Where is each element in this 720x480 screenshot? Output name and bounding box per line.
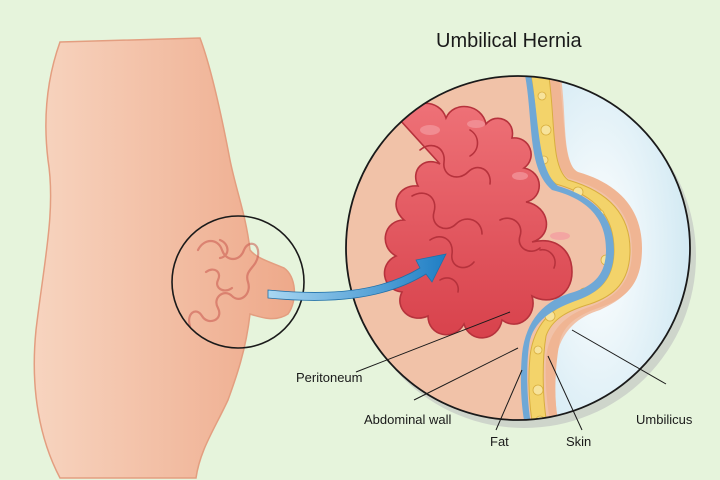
leader-lines: [355, 311, 667, 431]
label-fat: Fat: [490, 434, 509, 449]
leader-fat: [495, 369, 523, 431]
zoom-circle: [345, 75, 691, 421]
small-intestine-sketch: [188, 238, 260, 328]
label-abdominal-wall: Abdominal wall: [364, 412, 452, 427]
leader-peritoneum: [355, 311, 511, 373]
leader-skin: [547, 355, 583, 431]
diagram-title: Umbilical Hernia: [436, 30, 582, 52]
leader-umbilicus: [571, 329, 667, 385]
leader-abdominal-wall: [413, 347, 519, 401]
label-umbilicus: Umbilicus: [636, 412, 693, 427]
label-peritoneum: Peritoneum: [296, 370, 363, 385]
magnify-arrow: [267, 253, 447, 301]
body-silhouette: [33, 37, 296, 479]
small-magnify-circle: [171, 215, 305, 349]
label-skin: Skin: [566, 434, 592, 449]
